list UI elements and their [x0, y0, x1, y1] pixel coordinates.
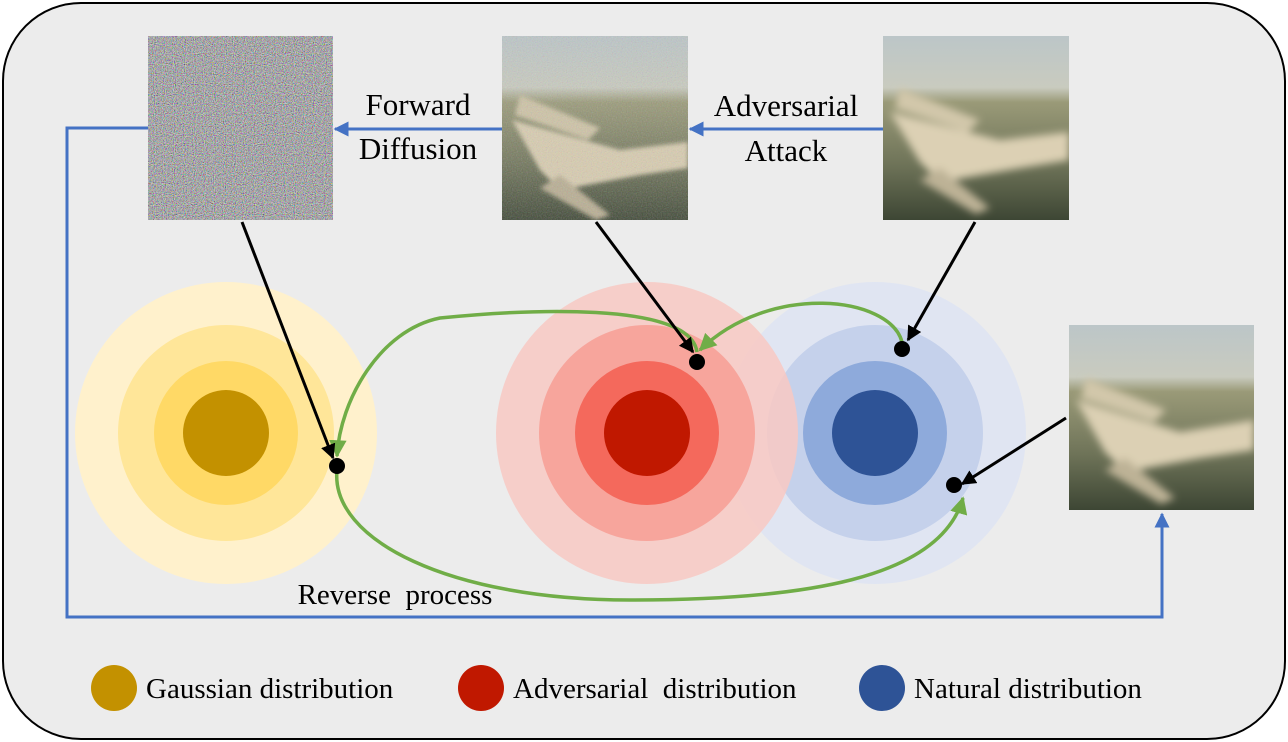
legend-adversarial-swatch: [458, 665, 504, 711]
legend-natural-swatch: [859, 665, 905, 711]
reverse-process-label: Reverse process: [298, 579, 493, 611]
forward-diffusion-curve: [329, 309, 699, 458]
natural-pointer-arrow: [906, 221, 977, 342]
legend-gaussian-label: Gaussian distribution: [146, 673, 394, 705]
gaussian-distribution-rings: [75, 282, 377, 584]
adversarial-airplane-image: [502, 36, 688, 220]
adversarial-attack-label-line2: Attack: [745, 133, 828, 168]
adversarial-attack-curve: [698, 301, 904, 352]
adversarial-pointer-arrow: [594, 221, 695, 354]
adversarial-sample-point: [689, 354, 705, 370]
purified-pointer-arrow: [960, 416, 1067, 486]
legend-adversarial-label: Adversarial distribution: [513, 673, 797, 705]
purified-sample-point: [946, 477, 962, 493]
legend: Gaussian distribution Adversarial distri…: [91, 665, 1142, 711]
adversarial-attack-label-line1: Adversarial: [714, 88, 859, 123]
legend-gaussian-swatch: [91, 665, 137, 711]
forward-diffusion-label-line2: Diffusion: [359, 131, 478, 166]
purified-airplane-image: [1069, 325, 1254, 510]
noise-pointer-arrow: [240, 221, 336, 460]
natural-sample-point: [894, 341, 910, 357]
gaussian-core: [183, 390, 269, 476]
natural-distribution-rings: [724, 282, 1026, 584]
purification-output-arrow: [65, 126, 1170, 619]
gaussian-noise-image: [148, 36, 333, 220]
natural-core: [832, 390, 918, 476]
legend-natural-label: Natural distribution: [914, 673, 1142, 705]
adversarial-distribution-rings: [496, 282, 798, 584]
adversarial-core: [604, 390, 690, 476]
natural-airplane-image: [883, 36, 1069, 220]
forward-diffusion-label-line1: Forward: [365, 87, 471, 122]
noise-sample-point: [329, 458, 345, 474]
reverse-process-curve: [335, 469, 968, 602]
